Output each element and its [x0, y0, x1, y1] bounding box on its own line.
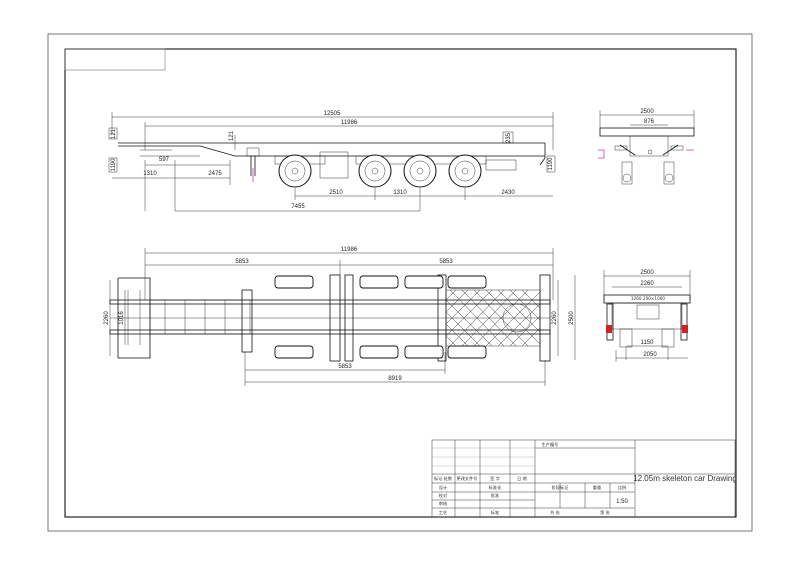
front-view	[598, 110, 695, 185]
tb-row-header-3: 签 字	[490, 475, 500, 481]
tb-role-standard: 标准	[491, 509, 499, 516]
dim-height-front: 1190	[111, 158, 117, 172]
dim-front-inner-width: 876	[644, 119, 655, 125]
tb-top-label: 生产编号	[542, 441, 559, 448]
dim-frame-length: 11986	[341, 120, 358, 126]
dim-front-overhang: 1310	[143, 171, 157, 177]
tb-role-standardize: 标准化	[489, 484, 502, 491]
tb-scale-value: 1:50	[616, 499, 628, 505]
tb-row-header-4: 日 期	[517, 476, 527, 482]
dim-wheel-track: 1150	[641, 340, 655, 346]
dim-top-lower-span: 5853	[338, 364, 352, 370]
tb-row-header-2: 更改文件号	[457, 475, 478, 482]
dim-rear-overhang: 2430	[501, 190, 515, 196]
dim-gooseneck: 2475	[208, 171, 222, 177]
tb-sheet-number: 第 张	[600, 509, 611, 516]
dim-top-rear-width: 2500	[569, 311, 575, 325]
tb-role-review: 审核	[439, 500, 448, 507]
tb-role-approve: 批准	[491, 492, 499, 499]
tb-sheet-total: 共 张	[550, 509, 561, 516]
dim-top-front-inner: 1016	[119, 311, 125, 325]
drawing-title: 12.05m skeleton car Drawing	[633, 474, 737, 483]
top-view	[109, 248, 576, 386]
tb-weight-label: 重量	[593, 484, 601, 491]
dim-top-twistlock-span: 8919	[388, 376, 402, 382]
corner-tag-box	[64, 48, 166, 71]
side-wheels	[278, 154, 482, 188]
rear-deck-mesh	[445, 289, 541, 347]
dim-kingpin-to-axle: 7455	[291, 204, 305, 210]
dim-kingpin-offset: 597	[159, 157, 170, 163]
tb-stage-label: 阶段标记	[552, 484, 570, 491]
dim-top-frame-length: 11986	[341, 247, 358, 253]
tb-role-design: 设计	[439, 484, 447, 491]
title-block	[431, 439, 736, 518]
rear-plate-label: 1260 200×1000	[631, 296, 665, 301]
dim-rear-light-width: 2260	[640, 281, 654, 287]
inner-frame	[64, 48, 737, 518]
outer-border	[47, 33, 753, 532]
dim-rear-width: 2500	[640, 270, 654, 276]
side-view	[108, 112, 556, 212]
dim-top-front-width: 2260	[104, 311, 110, 325]
tb-scale-label: 比例	[618, 484, 626, 491]
dim-axle-spacing: 1310	[393, 190, 407, 196]
rear-view	[603, 270, 691, 362]
dim-top-front-section: 5853	[235, 259, 249, 265]
dim-overall-length: 12505	[324, 111, 341, 117]
dim-axle-spread: 2510	[329, 190, 343, 196]
tb-role-process: 工艺	[439, 510, 447, 515]
tb-role-check: 校对	[439, 492, 447, 499]
dim-rear-height: 1190	[548, 157, 554, 171]
dim-container-height: 235	[506, 132, 512, 143]
dim-top-rear-inner: 2260	[552, 311, 558, 325]
dim-kingpin-height: 121	[229, 130, 235, 141]
dim-axle-width: 2050	[643, 352, 657, 358]
tb-row-header-1: 标记 处数	[434, 475, 453, 482]
dim-front-width: 2500	[640, 109, 654, 115]
dim-top-rear-section: 5853	[439, 259, 453, 265]
dim-front-gap: 121	[111, 128, 117, 139]
